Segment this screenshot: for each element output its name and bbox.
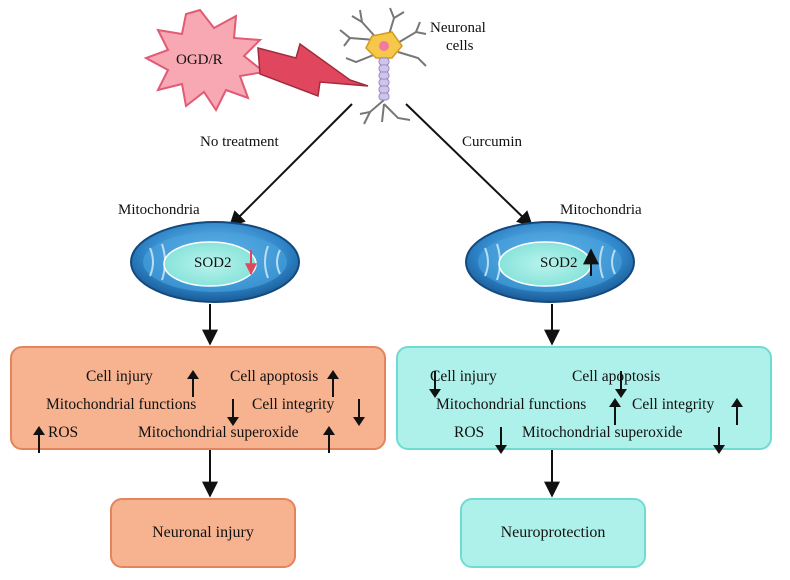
effect-mitochondrial-functions: Mitochondrial functions [46,396,197,413]
arrow-up-icon [327,370,339,397]
neuron-icon [339,7,427,125]
effects-box-no-treatment: Cell injury Cell apoptosis Mitochondrial… [10,346,386,450]
curcumin-label: Curcumin [462,134,522,150]
outcome-box-neuroprotection: Neuroprotection [460,498,646,568]
mitochondria-left-title: Mitochondria [118,202,200,218]
arrow-down-icon [495,427,507,454]
ogdr-label: OGD/R [176,52,223,68]
arrow-up-icon [609,398,621,425]
mitochondria-right-title: Mitochondria [560,202,642,218]
sod2-left-label: SOD2 [194,255,232,271]
effect-mitochondrial-superoxide: Mitochondrial superoxide [522,424,683,441]
effect-cell-apoptosis: Cell apoptosis [230,368,319,385]
arrow-no-treatment [228,103,353,228]
no-treatment-label: No treatment [200,134,279,150]
effects-box-curcumin: Cell injury Cell apoptosis Mitochondrial… [396,346,772,450]
effect-mitochondrial-functions: Mitochondrial functions [436,396,587,413]
arrow-down-icon [227,399,239,426]
arrow-up-icon [731,398,743,425]
arrow-down-icon [713,427,725,454]
neuronal-cells-label-line1: Neuronal [430,20,486,36]
arrow-curcumin [405,103,534,228]
arrow-up-icon [33,426,45,453]
arrow-down-icon [353,399,365,426]
effect-cell-apoptosis: Cell apoptosis [572,368,661,385]
mitochondrion-left-icon [130,221,300,303]
neuronal-cells-label-line2: cells [446,38,474,54]
effect-cell-integrity: Cell integrity [632,396,715,413]
arrow-down-icon [429,371,441,398]
arrow-down-icon [615,371,627,398]
arrow-up-icon [187,370,199,397]
arrow-up-icon [323,426,335,453]
effect-ros: ROS [48,424,79,441]
sod2-right-label: SOD2 [540,255,578,271]
effect-cell-injury: Cell injury [86,368,153,385]
effect-cell-integrity: Cell integrity [252,396,335,413]
effect-cell-injury: Cell injury [430,368,497,385]
ogdr-starburst [143,8,267,112]
mitochondrion-right-icon [465,221,635,303]
effect-ros: ROS [454,424,485,441]
lightning-bolt-icon [257,42,369,98]
effect-mitochondrial-superoxide: Mitochondrial superoxide [138,424,299,441]
outcome-box-neuronal-injury: Neuronal injury [110,498,296,568]
